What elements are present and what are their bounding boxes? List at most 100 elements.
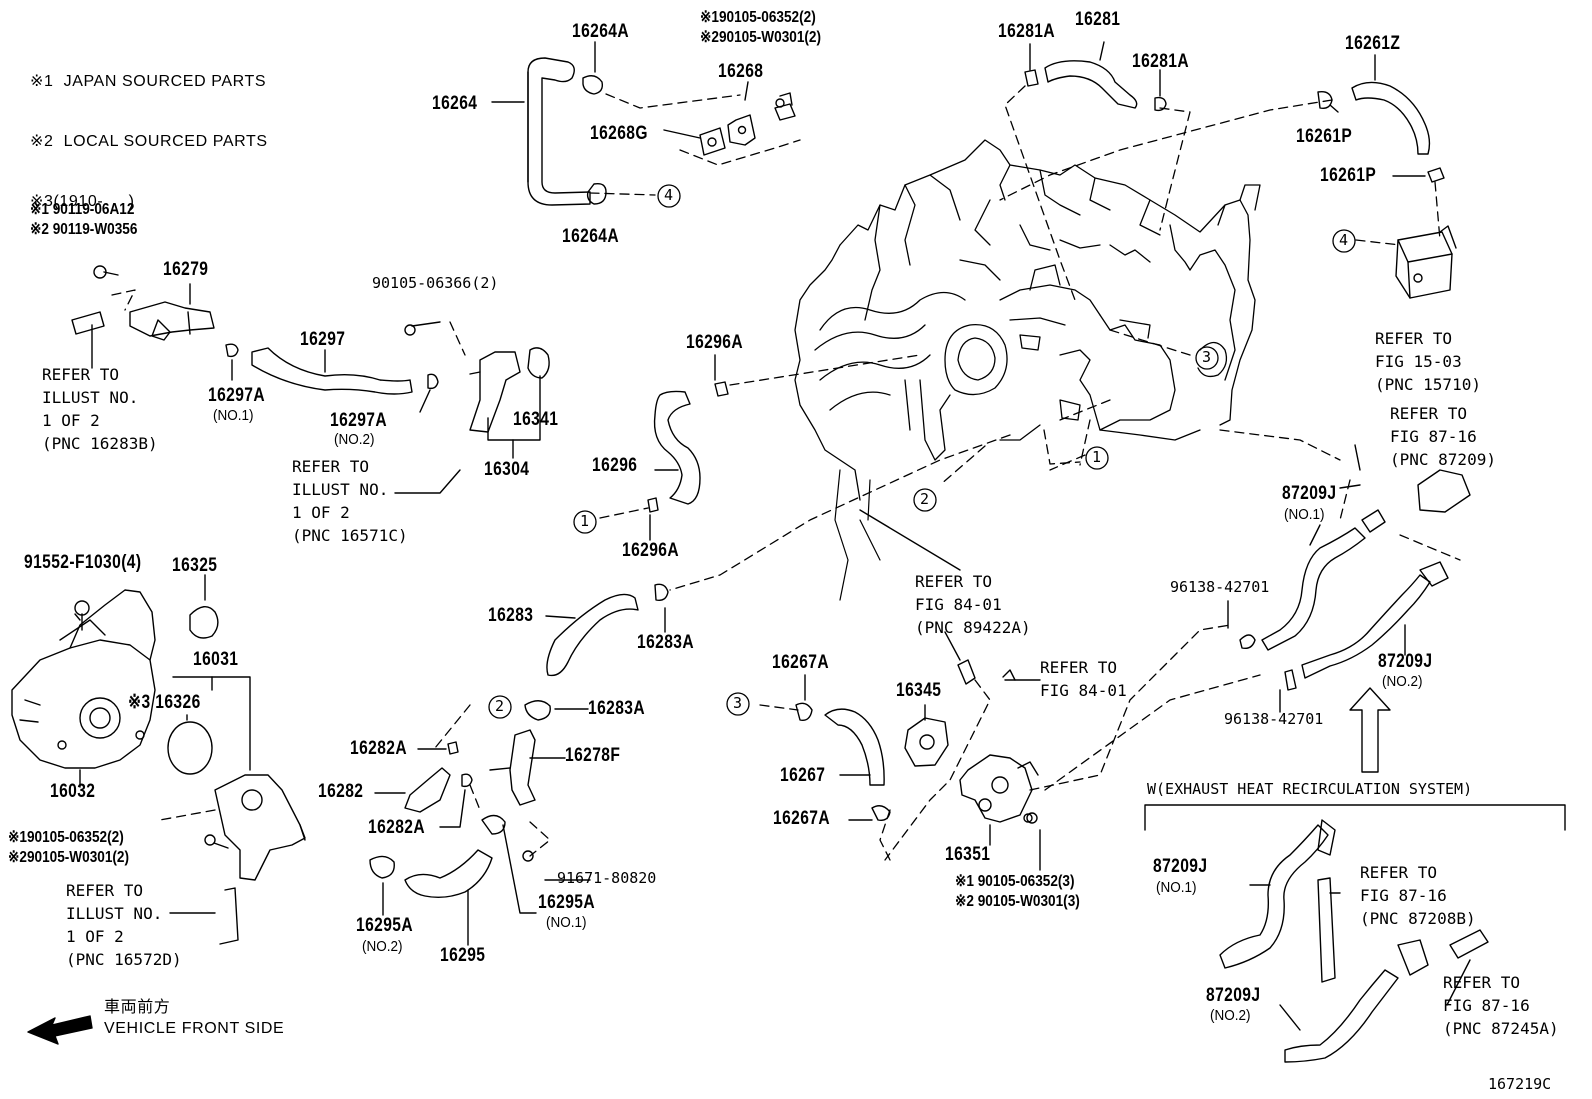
part-16295A-no2-sub: (NO.2): [362, 938, 403, 955]
dashed-lines: [111, 85, 1461, 861]
gasket-16345: [904, 717, 949, 767]
part-16031: 16031: [193, 649, 239, 670]
callout-2-b: 2: [495, 697, 505, 715]
part-91552-F1030: 91552-F1030(4): [24, 552, 142, 573]
callout-1-b: 1: [580, 512, 590, 530]
part-16267A-b: 16267A: [773, 808, 831, 829]
ref-pnc-89422A: REFER TO FIG 84-01 (PNC 89422A): [915, 572, 1031, 637]
part-16297: 16297: [300, 329, 346, 350]
ref-fig-84-01: REFER TO FIG 84-01: [1040, 658, 1127, 700]
part-16341: 16341: [513, 409, 559, 430]
callout-4-b: 4: [1339, 231, 1349, 249]
pipe-16279: [71, 265, 215, 369]
part-96138-42701-a: 96138-42701: [1170, 578, 1270, 596]
legend-note-1: ※1 JAPAN SOURCED PARTS: [30, 73, 267, 90]
part-87209J-no1: 87209J: [1282, 483, 1337, 504]
hose-16267: [795, 702, 891, 822]
bolt-16268: ※190105-06352(2) ※290105-W0301(2): [700, 9, 822, 46]
bolt-16279: ※1 90119-06A12 ※2 90119-W0356: [30, 201, 138, 238]
housing-16031: [204, 774, 306, 945]
legend: ※1 JAPAN SOURCED PARTS ※2 LOCAL SOURCED …: [30, 32, 268, 232]
part-16281A-right: 16281A: [1132, 51, 1190, 72]
part-16295A-no2: 16295A: [356, 915, 414, 936]
figure-code: 167219C: [1488, 1075, 1552, 1093]
outlet-16304: [404, 321, 550, 433]
gaskets: [167, 606, 219, 775]
part-16261P-a: 16261P: [1296, 126, 1353, 147]
part-87209J-w-no1-sub: (NO.1): [1156, 879, 1197, 896]
callout-3-b: 3: [733, 694, 743, 712]
exhaust-system-label: W(EXHAUST HEAT RECIRCULATION SYSTEM): [1147, 780, 1473, 798]
ref-pnc-87245A: REFER TO FIG 87-16 (PNC 87245A): [1443, 973, 1559, 1038]
ref-pnc-16572D: REFER TO ILLUST NO. 1 OF 2 (PNC 16572D): [66, 881, 182, 969]
part-16296: 16296: [592, 455, 638, 476]
ref-pnc-15710: REFER TO FIG 15-03 (PNC 15710): [1375, 329, 1481, 394]
part-87209J-no1-sub: (NO.1): [1284, 506, 1325, 523]
part-16282: 16282: [318, 781, 364, 802]
ref-pnc-16283B: REFER TO ILLUST NO. 1 OF 2 (PNC 16283B): [42, 365, 158, 453]
hose-16297: [225, 343, 439, 395]
part-16032: 16032: [50, 781, 96, 802]
callout-4-a: 4: [664, 186, 674, 204]
part-16295A-no1-sub: (NO.1): [546, 914, 587, 931]
front-label-jp: 車両前方: [104, 999, 171, 1016]
engine-block: [794, 139, 1261, 501]
part-16296A-bottom: 16296A: [622, 540, 680, 561]
part-16279: 16279: [163, 259, 209, 280]
part-16296A-top: 16296A: [686, 332, 744, 353]
callout-1-a: 1: [1092, 448, 1102, 466]
callout-circles: [488, 184, 1356, 719]
bolt-16351: ※1 90105-06352(3) ※2 90105-W0301(3): [955, 873, 1080, 910]
part-16261P-b: 16261P: [1320, 165, 1377, 186]
oil-cooler: [1395, 225, 1457, 299]
part-16267A-a: 16267A: [772, 652, 830, 673]
part-16264: 16264: [432, 93, 478, 114]
part-16297A-no2-sub: (NO.2): [334, 431, 375, 448]
part-87209J-no2-sub: (NO.2): [1382, 673, 1423, 690]
part-16325: 16325: [172, 555, 218, 576]
hose-16296: [647, 381, 729, 513]
part-16297A-no1: 16297A: [208, 385, 266, 406]
bolt-16031: ※190105-06352(2) ※290105-W0301(2): [8, 829, 130, 866]
part-16283A-a: 16283A: [637, 632, 695, 653]
part-87209J-w-no2: 87209J: [1206, 985, 1261, 1006]
part-16264A-bottom: 16264A: [562, 226, 620, 247]
legend-note-3: ※3(1910- ): [30, 193, 135, 210]
engine-lower-lines: [834, 469, 881, 601]
legend-note-2: ※2 LOCAL SOURCED PARTS: [30, 133, 268, 150]
part-16261Z: 16261Z: [1345, 33, 1401, 54]
part-16295: 16295: [440, 945, 486, 966]
callout-3-a: 3: [1202, 348, 1212, 366]
part-16297A-no2: 16297A: [330, 410, 388, 431]
part-16283: 16283: [488, 605, 534, 626]
part-16351: 16351: [945, 844, 991, 865]
front-label-en: VEHICLE FRONT SIDE: [104, 1020, 285, 1037]
hose-16264: [527, 57, 607, 206]
front-arrow-icon: [27, 1015, 93, 1045]
part-16297A-no1-sub: (NO.1): [213, 407, 254, 424]
part-16295A-no1: 16295A: [538, 892, 596, 913]
part-16281: 16281: [1075, 9, 1121, 30]
leader-lines: [79, 41, 1471, 1031]
housing-16351: [957, 659, 1039, 824]
part-16282A-b: 16282A: [368, 817, 426, 838]
part-16281A-left: 16281A: [998, 21, 1056, 42]
ref-pnc-87209: REFER TO FIG 87-16 (PNC 87209): [1390, 404, 1496, 469]
part-96138-42701-b: 96138-42701: [1224, 710, 1324, 728]
part-87209J-w-no2-sub: (NO.2): [1210, 1007, 1251, 1024]
hose-16281: [1024, 60, 1167, 112]
part-16326: ※3 16326: [128, 692, 201, 713]
hose-16295: [369, 849, 493, 899]
callout-2-a: 2: [920, 490, 930, 508]
hose-87209J-upper: [1239, 469, 1471, 691]
ref-pnc-87208B: REFER TO FIG 87-16 (PNC 87208B): [1360, 863, 1476, 928]
bolts: [74, 98, 1033, 823]
hose-16283: [524, 583, 669, 721]
part-16283A-b: 16283A: [588, 698, 646, 719]
part-16268G: 16268G: [590, 123, 648, 144]
part-87209J-w-no1: 87209J: [1153, 856, 1208, 877]
part-16304: 16304: [484, 459, 530, 480]
hose-87209J-lower: [1219, 819, 1489, 1063]
